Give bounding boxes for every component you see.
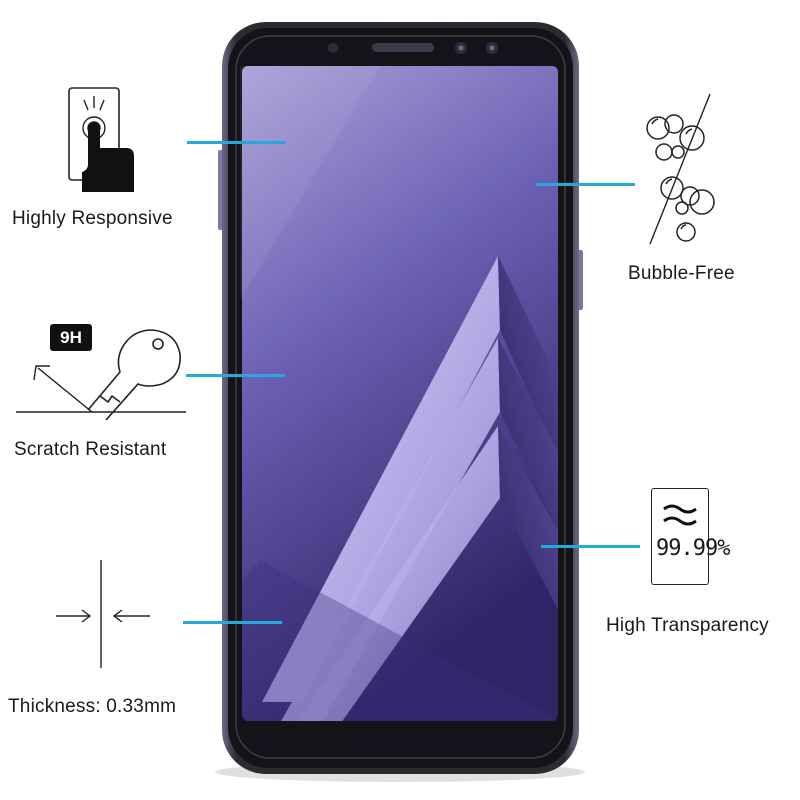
transparency-icon bbox=[651, 488, 709, 585]
feature-label-scratch: Scratch Resistant bbox=[14, 439, 167, 460]
hardness-badge: 9H bbox=[50, 324, 92, 351]
connector-transparency bbox=[541, 545, 640, 548]
feature-label-thickness: Thickness: 0.33mm bbox=[8, 696, 177, 717]
feature-label-transparency: High Transparency bbox=[606, 615, 769, 636]
proximity-sensor-icon bbox=[328, 43, 338, 53]
transparency-value: 99.99% bbox=[656, 536, 730, 561]
connector-scratch bbox=[186, 374, 285, 377]
touch-finger-icon bbox=[68, 87, 134, 192]
feature-label-bubble-free: Bubble-Free bbox=[628, 263, 735, 284]
phone-screen bbox=[242, 66, 558, 721]
key-scratch-icon bbox=[16, 329, 186, 420]
connector-thickness bbox=[183, 621, 282, 624]
connector-responsive bbox=[187, 141, 286, 144]
bubbles-icon bbox=[646, 93, 715, 245]
screen-protector-edge bbox=[235, 35, 566, 759]
wallpaper-chevrons bbox=[242, 256, 558, 721]
feature-label-responsive: Highly Responsive bbox=[12, 208, 173, 229]
earpiece-speaker bbox=[372, 43, 434, 52]
connector-bubble-free bbox=[536, 183, 635, 186]
thickness-arrows-icon bbox=[56, 560, 150, 668]
